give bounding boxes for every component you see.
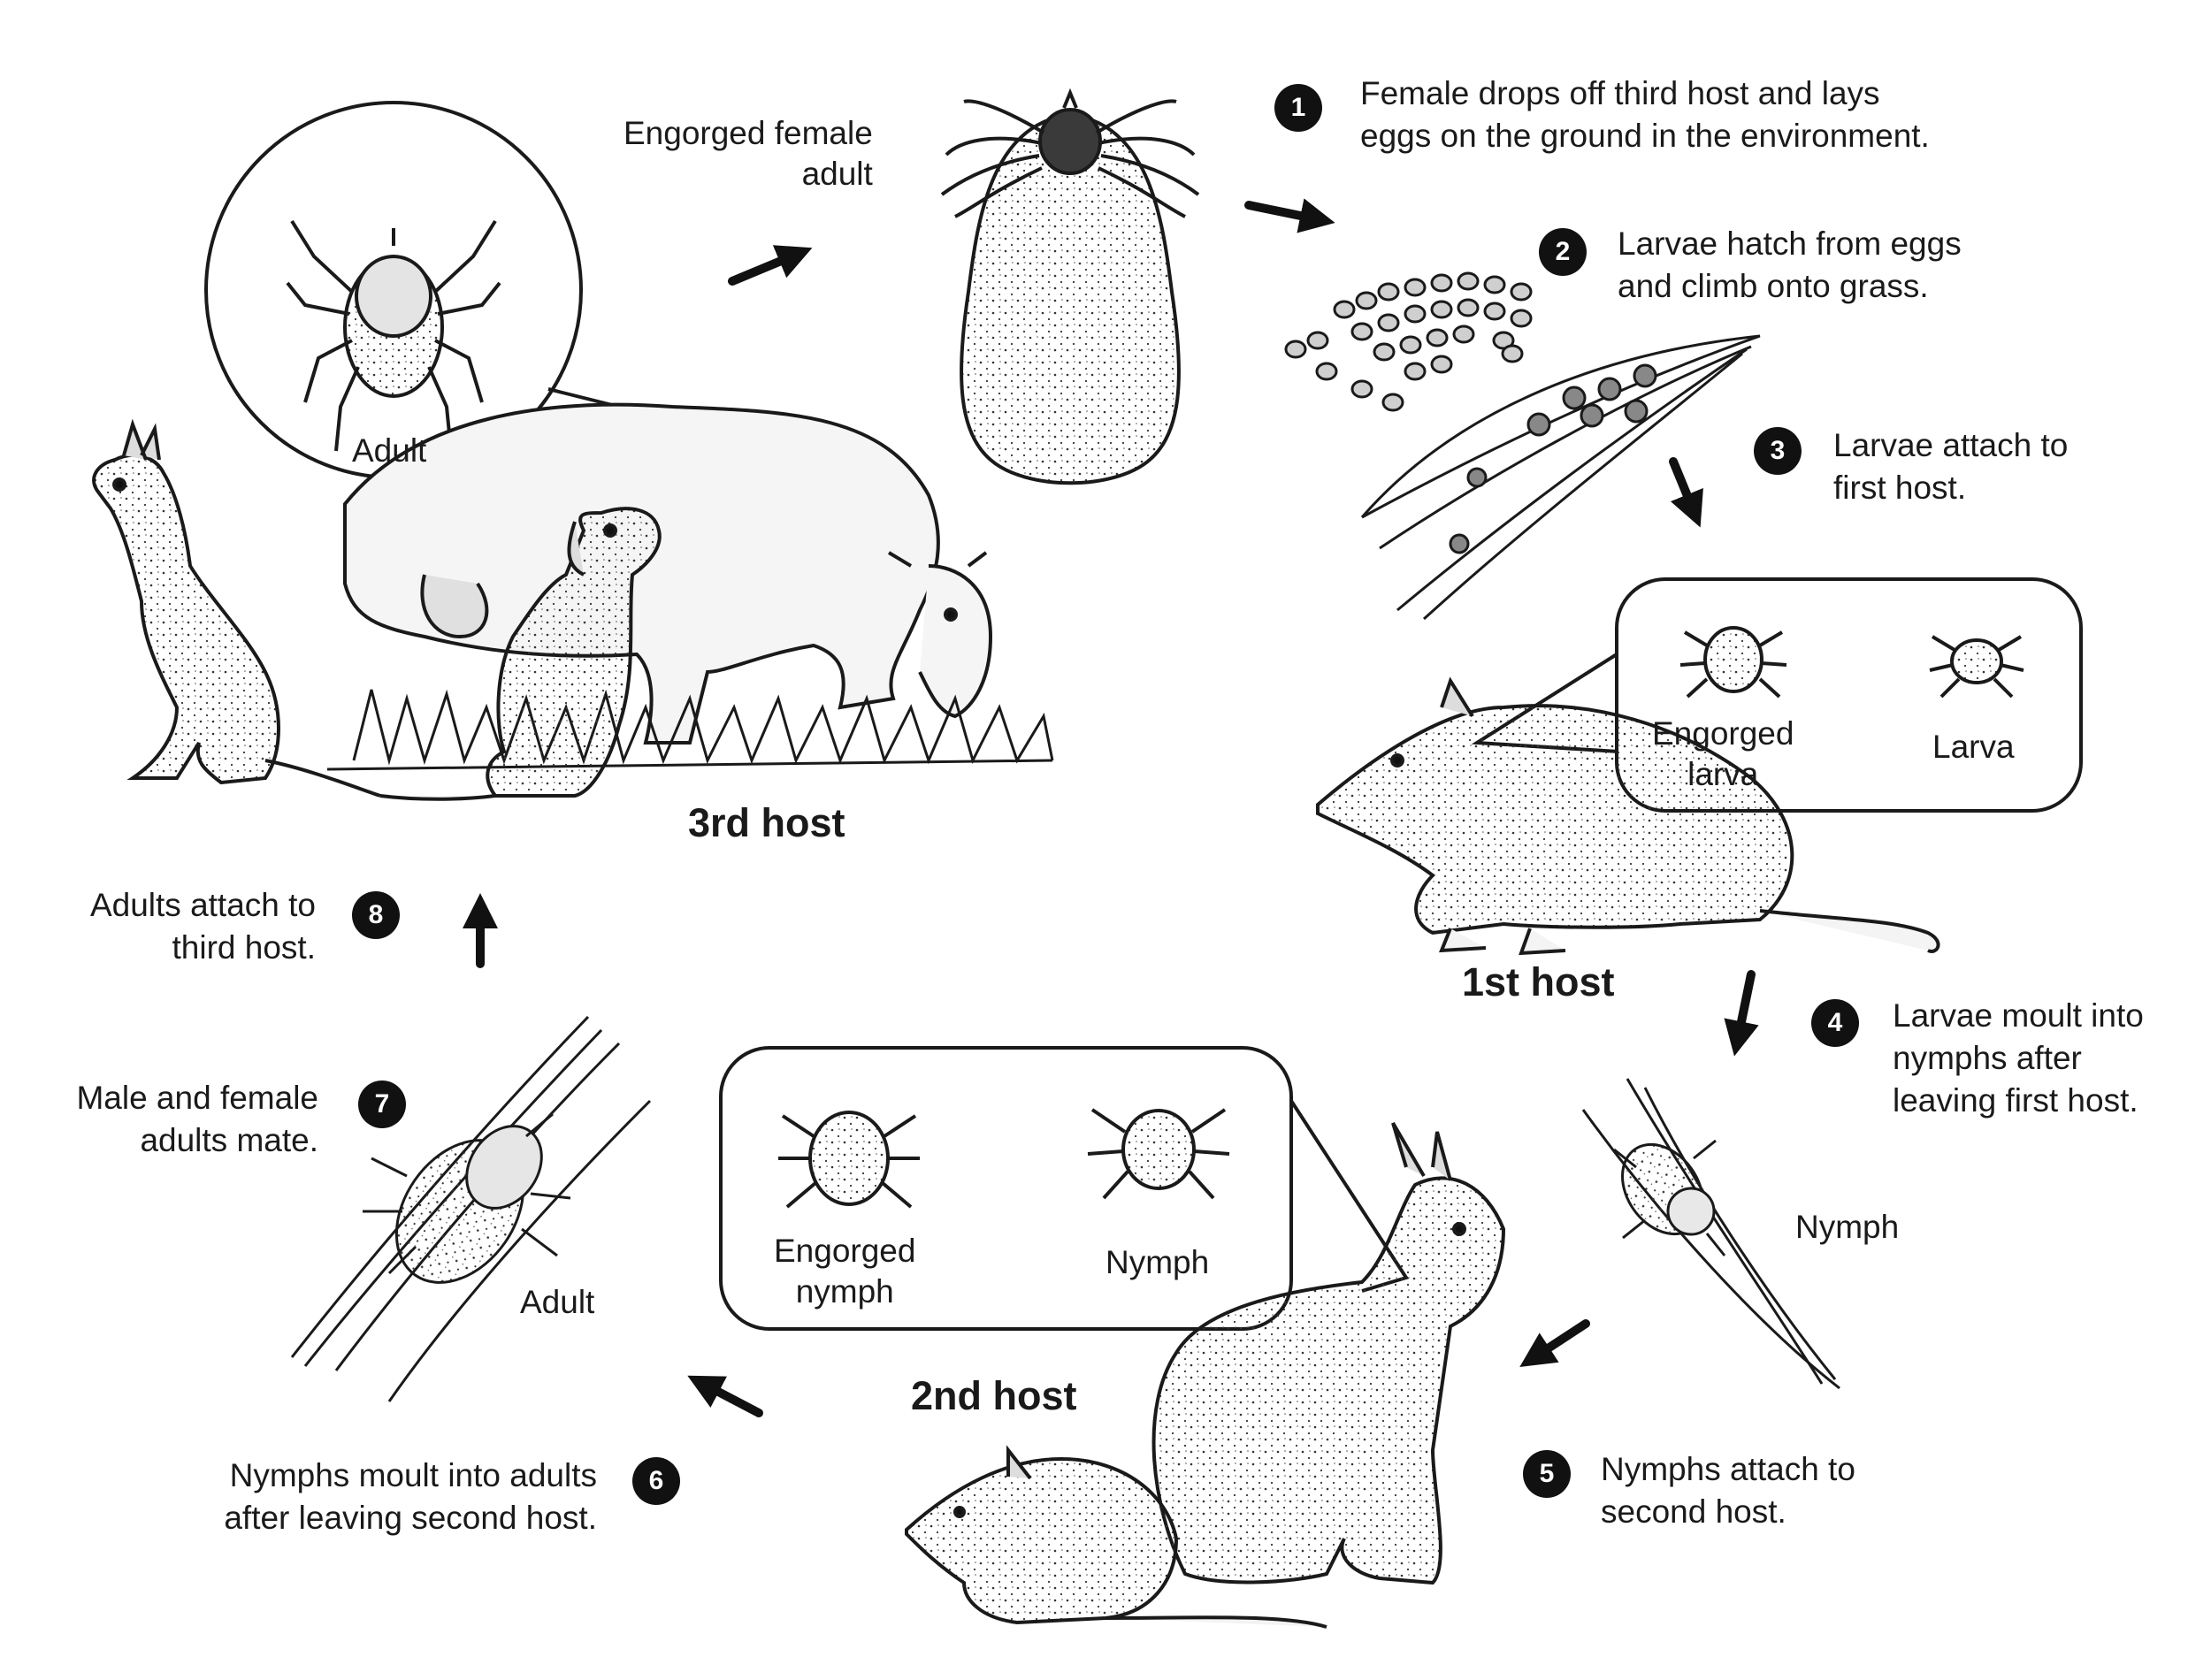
engorged-female-tick — [940, 88, 1200, 485]
nymph-grass-label: Nymph — [1795, 1209, 1900, 1245]
first-host-title: 1st host — [1462, 959, 1615, 1004]
larva-inset-box — [1615, 577, 2083, 813]
second-host-title: 2nd host — [911, 1373, 1077, 1418]
step-2-badge: 2 — [1539, 228, 1587, 276]
grass-blade-larvae — [1360, 334, 1761, 621]
nymph-box-label: Nymph — [1106, 1244, 1210, 1280]
step-4-badge: 4 — [1811, 999, 1859, 1047]
third-host-title: 3rd host — [688, 800, 845, 845]
step-7-badge: 7 — [358, 1081, 406, 1128]
nymph-inset-box — [719, 1046, 1293, 1331]
second-host-bandicoot — [905, 1445, 1327, 1629]
third-host-dog — [379, 507, 662, 801]
second-host-wallaby — [1151, 1121, 1506, 1585]
step-6-badge: 6 — [632, 1457, 680, 1505]
egg-cluster — [1284, 271, 1533, 412]
arrow-to-female — [728, 245, 813, 286]
mating-adults-grass — [290, 1015, 652, 1402]
adult-circle-inset — [204, 101, 583, 479]
arrow-to-eggs — [1244, 198, 1335, 233]
third-host-grass — [326, 689, 1054, 771]
third-host-kangaroo — [92, 418, 381, 798]
adult-circle-label: Adult — [352, 432, 427, 469]
larva-label: Larva — [1932, 729, 2015, 765]
step-3-badge: 3 — [1754, 427, 1802, 475]
third-host-cow — [343, 402, 993, 745]
step-8-badge: 8 — [352, 891, 400, 939]
step-1-badge: 1 — [1274, 84, 1322, 132]
grass-stem-nymph — [1581, 1078, 1840, 1390]
arrow-to-first-host — [1669, 457, 1703, 528]
step-5-badge: 5 — [1523, 1450, 1571, 1498]
first-host-bandicoot — [1316, 676, 1940, 956]
arrow-to-second-host — [1519, 1319, 1590, 1367]
arrow-off-first-host — [1724, 970, 1759, 1057]
arrow-off-second-host — [687, 1375, 763, 1417]
adult-grass-label: Adult — [520, 1284, 595, 1320]
